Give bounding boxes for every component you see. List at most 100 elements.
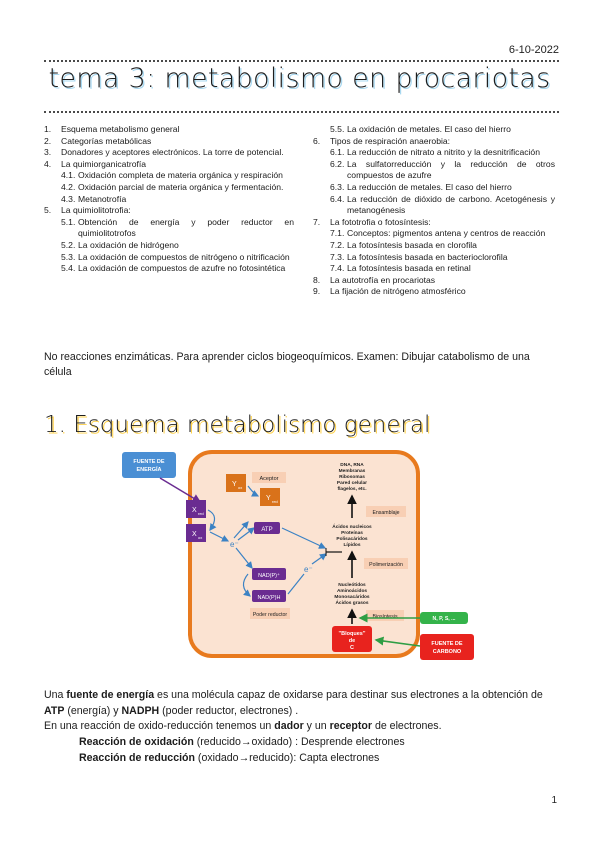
toc-item-number: 6.1. [330, 147, 345, 158]
toc-item: 6.1.La reducción de nitrato a nitrito y … [313, 147, 555, 159]
toc-item-number: 5. [44, 205, 52, 216]
toc-item: 6.3.La reducción de metales. El caso del… [313, 182, 555, 194]
svg-text:"Bloques": "Bloques" [339, 631, 366, 637]
toc-item-text: Conceptos: pigmentos antena y centros de… [347, 228, 546, 239]
toc-item-text: La sulfatorreducción y la reducción de o… [347, 158, 555, 181]
svg-text:CARBONO: CARBONO [433, 649, 462, 655]
toc-item-text: La oxidación de hidrógeno [78, 239, 179, 250]
aceptor-label [252, 472, 286, 483]
toc-item: 6.4.La reducción de dióxido de carbono. … [313, 194, 555, 217]
svg-text:Membranas: Membranas [339, 468, 366, 474]
svg-text:Nucleótidos: Nucleótidos [338, 582, 366, 588]
toc-item-text: La fototrofia o fotosíntesis: [330, 216, 431, 227]
toc-item-number: 5.2. [61, 239, 76, 250]
svg-text:X: X [192, 531, 197, 538]
intro-note: No reacciones enzimáticas. Para aprender… [44, 351, 530, 378]
svg-text:Pared celular: Pared celular [337, 480, 367, 486]
y-red-box [260, 488, 280, 506]
toc-item-number: 2. [44, 135, 52, 146]
date: 6-10-2022 [508, 44, 559, 56]
toc-item-text: La fotosíntesis basada en retinal [347, 263, 471, 274]
toc-item: 7.4.La fotosíntesis basada en retinal [313, 263, 555, 275]
toc-item: 7.2.La fotosíntesis basada en clorofila [313, 240, 555, 252]
page-title: tema 3: metabolismo en procariotas [48, 63, 551, 94]
electron-label-1: e⁻ [230, 540, 239, 549]
svg-text:Aceptor: Aceptor [260, 476, 279, 482]
toc-item-text: La fijación de nitrógeno atmosférico [330, 286, 466, 297]
svg-text:Lípidos: Lípidos [343, 542, 360, 548]
svg-text:NAD(P)⁺: NAD(P)⁺ [258, 572, 280, 579]
svg-text:Y: Y [232, 481, 237, 488]
toc-item: 5.2.La oxidación de hidrógeno [44, 240, 294, 252]
toc-item-text: Donadores y aceptores electrónicos. La t… [61, 147, 284, 158]
toc-item-number: 5.3. [61, 251, 76, 262]
paragraph-fuente-energia: Una fuente de energía es una molécula ca… [44, 689, 543, 717]
toc-item-text: La quimiolitotrofia: [61, 205, 131, 216]
toc-item: 5.5.La oxidación de metales. El caso del… [313, 124, 555, 136]
toc-item-number: 7. [313, 216, 321, 227]
toc-item-number: 7.1. [330, 228, 345, 239]
svg-text:Polimerización: Polimerización [369, 562, 403, 568]
toc-item: 4.3.Metanotrofía [44, 194, 294, 206]
toc-item-text: Metanotrofía [78, 193, 127, 204]
svg-text:DNA, RNA: DNA, RNA [340, 462, 364, 468]
svg-text:FUENTE DE: FUENTE DE [431, 641, 463, 647]
nadp-ox-box [252, 568, 286, 580]
toc-item-number: 5.5. [330, 124, 345, 134]
svg-text:Ribosomas: Ribosomas [339, 474, 365, 480]
svg-text:Polisacáridos: Polisacáridos [336, 536, 368, 542]
toc-item-text: Oxidación completa de materia orgánica y… [78, 170, 283, 181]
toc-item-text: La fotosíntesis basada en bacterioclorof… [347, 251, 508, 262]
toc-item-text: La reducción de nitrato a nitrito y la d… [347, 147, 540, 158]
toc-item-number: 4.3. [61, 193, 76, 204]
ensamblaje-label [366, 506, 406, 517]
toc-item-text: Obtención de energía y poder reductor en… [78, 216, 294, 239]
toc-item: 6.Tipos de respiración anaerobia: [313, 136, 555, 148]
toc-item: 5.3.La oxidación de compuestos de nitróg… [44, 252, 294, 264]
toc-item-text: Oxidación parcial de materia orgánica y … [78, 181, 284, 192]
toc-item-number: 4. [44, 158, 52, 169]
toc-item: 5.1.Obtención de energía y poder reducto… [44, 217, 294, 240]
toc-item-number: 7.4. [330, 263, 345, 274]
bottom-dotted-rule [44, 111, 559, 113]
toc-item: 4.La quimiorganicatrofía [44, 159, 294, 171]
x-ox-box [186, 524, 206, 542]
svg-text:Proteínas: Proteínas [341, 530, 363, 536]
toc-item-number: 6.3. [330, 181, 345, 192]
top-dotted-rule [44, 60, 559, 62]
page-number: 1 [551, 795, 557, 806]
svg-text:Ensamblaje: Ensamblaje [372, 510, 399, 516]
toc-item-text: La autotrofía en procariotas [330, 274, 436, 285]
carbon-source-box [420, 634, 474, 660]
toc-item-number: 6.2. [330, 158, 345, 169]
svg-text:Biosíntesis: Biosíntesis [372, 614, 397, 620]
toc-item-number: 5.1. [61, 216, 76, 227]
toc-item-number: 3. [44, 147, 52, 158]
paragraph-reduccion: Reacción de reducción (oxidado→reducido)… [79, 752, 380, 764]
nadph-box [252, 590, 286, 602]
toc-item: 3. Donadores y aceptores electrónicos. La… [44, 147, 294, 159]
svg-text:Y: Y [266, 495, 271, 502]
toc-item-number: 4.1. [61, 170, 76, 181]
toc-item-number: 4.2. [61, 181, 76, 192]
svg-text:flagelos, etc.: flagelos, etc. [337, 486, 366, 492]
svg-text:red: red [198, 511, 204, 516]
svg-text:ox: ox [238, 485, 242, 490]
toc-item-text: La fotosíntesis basada en clorofila [347, 239, 477, 250]
toc-item-number: 7.3. [330, 251, 345, 262]
toc-item-text: Tipos de respiración anaerobia: [330, 135, 451, 146]
energy-source-label-1: FUENTE DE [133, 459, 165, 465]
svg-text:Ácidos grasos: Ácidos grasos [335, 599, 368, 606]
toc-right: 5.5.La oxidación de metales. El caso del… [313, 124, 555, 298]
toc-item-text: La oxidación de metales. El caso del hie… [347, 124, 511, 134]
toc-item-number: 6.4. [330, 193, 345, 204]
poder-reductor-label [250, 608, 290, 619]
toc-item: 7. La fototrofia o fotosíntesis: [313, 217, 555, 229]
svg-text:NAD(P)H: NAD(P)H [258, 595, 281, 601]
toc-item: 9.La fijación de nitrógeno atmosférico [313, 286, 555, 298]
y-ox-box [226, 474, 246, 492]
energy-source-label-2: ENERGÍA [136, 465, 161, 473]
svg-text:Ácidos nucleicos: Ácidos nucleicos [332, 523, 372, 530]
toc-item-text: La reducción de metales. El caso del hie… [347, 181, 512, 192]
